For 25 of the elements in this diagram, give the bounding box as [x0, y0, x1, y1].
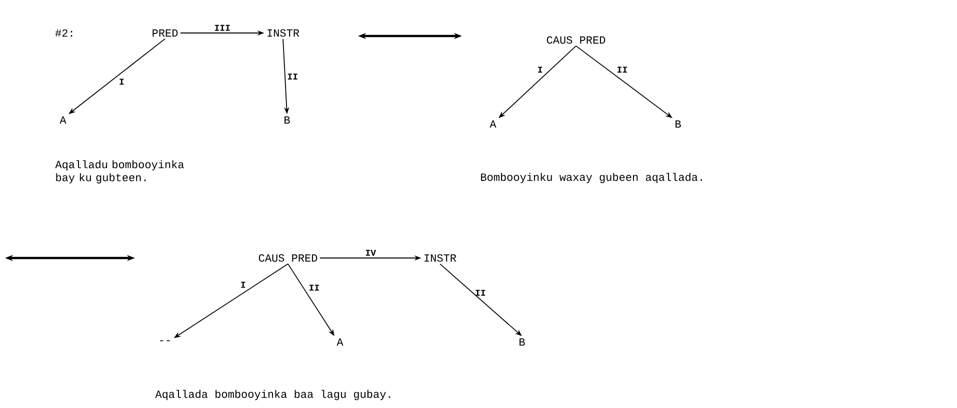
node-label: INSTR	[424, 254, 456, 262]
edge-label: I	[120, 78, 124, 85]
node-label: A	[490, 120, 496, 128]
node-label: A	[60, 116, 66, 124]
node-label: CAUS PRED	[258, 254, 318, 262]
label: #2:	[55, 29, 72, 37]
edge-label: IV	[366, 250, 376, 256]
edge-label: II	[476, 290, 486, 296]
edge-label: II	[310, 284, 319, 291]
sentence: Bombooyinku waxay gubeen aqallada.	[481, 172, 702, 184]
node-label: B	[520, 338, 525, 346]
edge-label: I	[241, 282, 246, 288]
edge-label: III	[214, 24, 230, 31]
edge-label: II	[288, 74, 298, 80]
node-label: B	[676, 120, 681, 128]
sentence: Aqallada bombooyinka baa lagu gubay.	[155, 390, 390, 400]
node-label: B	[284, 116, 290, 124]
node-label: PRED	[152, 29, 178, 37]
node-label: A	[336, 338, 344, 346]
sentence: Aqalladu bombooyinka bay ku gubteen.	[55, 160, 184, 184]
node-label: CAUS PRED	[546, 36, 606, 44]
node-label: --	[160, 340, 170, 342]
edge-label: I	[538, 66, 542, 73]
node-label: INSTR	[268, 29, 300, 37]
edge-label: II	[618, 66, 627, 73]
